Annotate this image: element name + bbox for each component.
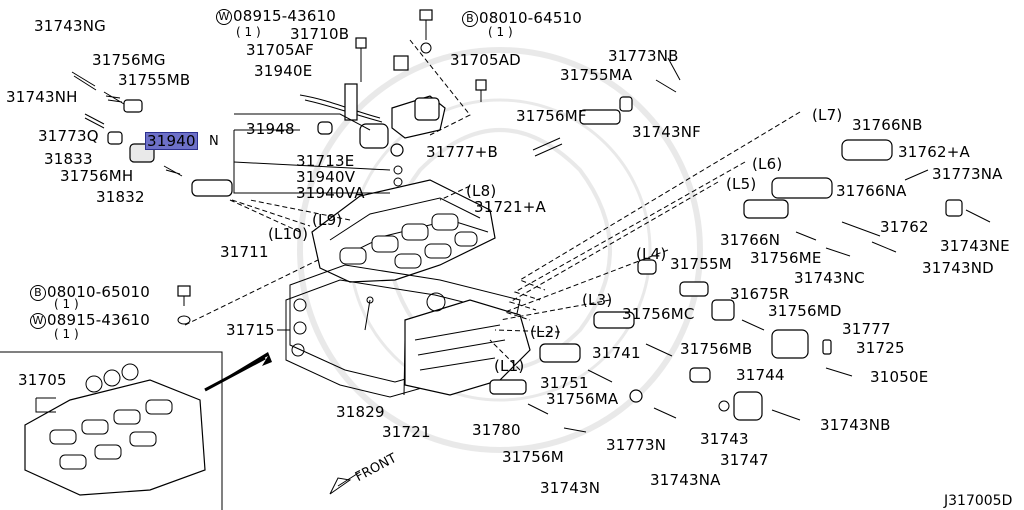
part-label-31766NB[interactable]: 31766NB (852, 116, 923, 134)
part-label-31743NC[interactable]: 31743NC (794, 269, 865, 287)
part-label-31743ND[interactable]: 31743ND (922, 259, 994, 277)
part-label-31829[interactable]: 31829 (336, 403, 385, 421)
part-label-31948[interactable]: 31948 (246, 120, 295, 138)
part-label-31755MA[interactable]: 31755MA (560, 66, 633, 84)
diagram-code: J317005D (944, 493, 1013, 509)
part-label-31940-suffix: N (209, 134, 219, 149)
qty-08915-43610-top: ( 1 ) (236, 25, 261, 39)
part-label-31050E[interactable]: 31050E (870, 368, 929, 386)
part-label-31741[interactable]: 31741 (592, 344, 641, 362)
part-label-31773N[interactable]: 31773N (606, 436, 667, 454)
label-L10: (L10) (268, 225, 309, 243)
part-label-31773NA[interactable]: 31773NA (932, 165, 1003, 183)
part-number-text: 08010-64510 (479, 9, 583, 27)
part-label-31777[interactable]: 31777 (842, 320, 891, 338)
part-label-31777B[interactable]: 31777+B (426, 143, 498, 161)
label-L7: (L7) (812, 106, 843, 124)
part-label-31743NG[interactable]: 31743NG (34, 17, 106, 35)
part-label-31780[interactable]: 31780 (472, 421, 521, 439)
part-label-31940VA[interactable]: 31940VA (296, 184, 365, 202)
part-label-31756MC[interactable]: 31756MC (622, 305, 695, 323)
bolt-b-icon: B (30, 285, 46, 301)
part-label-31940V[interactable]: 31940V (296, 168, 356, 186)
part-label-31743NF[interactable]: 31743NF (632, 123, 701, 141)
label-L2: (L2) (530, 323, 561, 341)
lower-valve-body (404, 292, 531, 396)
part-number-text: 08915-43610 (47, 311, 151, 329)
part-label-31743N[interactable]: 31743N (540, 479, 601, 497)
qty-08010-64510: ( 1 ) (488, 25, 513, 39)
part-label-31773Q[interactable]: 31773Q (38, 127, 99, 145)
dashed-leaders (184, 39, 801, 371)
part-label-31762A[interactable]: 31762+A (898, 143, 970, 161)
label-L8: (L8) (466, 182, 497, 200)
part-label-31715[interactable]: 31715 (226, 321, 275, 339)
washer-w-icon: W (30, 313, 46, 329)
qty-08010-65010: ( 1 ) (54, 297, 79, 311)
solenoid-assembly (299, 83, 446, 149)
part-label-31711[interactable]: 31711 (220, 243, 269, 261)
part-label-31766NA[interactable]: 31766NA (836, 182, 907, 200)
part-label-31743NH[interactable]: 31743NH (6, 88, 78, 106)
part-label-31940-highlighted[interactable]: 31940 (145, 132, 198, 150)
part-label-31743NA[interactable]: 31743NA (650, 471, 721, 489)
label-L9: (L9) (312, 211, 343, 229)
part-number-text: 08010-65010 (47, 283, 151, 301)
bolts-bottom (177, 285, 191, 325)
part-label-31762[interactable]: 31762 (880, 218, 929, 236)
bolt-b-icon: B (462, 11, 478, 27)
part-label-31756MH[interactable]: 31756MH (60, 167, 134, 185)
part-label-31743NE[interactable]: 31743NE (940, 237, 1010, 255)
part-label-31756MF[interactable]: 31756MF (516, 107, 587, 125)
label-L1: (L1) (494, 357, 525, 375)
right-parts (489, 57, 991, 433)
part-label-31751[interactable]: 31751 (540, 374, 589, 392)
qty-08915-43610-bottom: ( 1 ) (54, 327, 79, 341)
part-label-31756M[interactable]: 31756M (502, 448, 564, 466)
part-label-31721[interactable]: 31721 (382, 423, 431, 441)
part-label-31755M[interactable]: 31755M (670, 255, 732, 273)
part-label-31755MB[interactable]: 31755MB (118, 71, 191, 89)
part-label-31675R[interactable]: 31675R (730, 285, 790, 303)
part-label-31705AD[interactable]: 31705AD (450, 51, 521, 69)
front-arrow (204, 352, 361, 495)
label-L6: (L6) (752, 155, 783, 173)
leader-lines (233, 113, 406, 396)
part-label-31710B[interactable]: 31710B (290, 25, 350, 43)
part-label-31756ME[interactable]: 31756ME (750, 249, 822, 267)
bolts-top (355, 9, 487, 304)
part-label-31725[interactable]: 31725 (856, 339, 905, 357)
label-L3: (L3) (582, 291, 613, 309)
inset-31705-box (0, 351, 223, 510)
part-label-31756MG[interactable]: 31756MG (92, 51, 166, 69)
part-label-31756MD[interactable]: 31756MD (768, 302, 842, 320)
part-label-31705[interactable]: 31705 (18, 371, 67, 389)
part-label-31833[interactable]: 31833 (44, 150, 93, 168)
part-label-31743NB[interactable]: 31743NB (820, 416, 891, 434)
part-label-31744[interactable]: 31744 (736, 366, 785, 384)
washer-w-icon: W (216, 9, 232, 25)
label-L5: (L5) (726, 175, 757, 193)
part-label-31747[interactable]: 31747 (720, 451, 769, 469)
part-label-31756MA[interactable]: 31756MA (546, 390, 619, 408)
part-label-31832[interactable]: 31832 (96, 188, 145, 206)
label-L4: (L4) (636, 245, 667, 263)
part-label-31721A[interactable]: 31721+A (474, 198, 546, 216)
part-number-text: 08915-43610 (233, 7, 337, 25)
part-label-31940E[interactable]: 31940E (254, 62, 313, 80)
part-label-31743[interactable]: 31743 (700, 430, 749, 448)
part-label-31713E[interactable]: 31713E (296, 152, 355, 170)
part-label-31773NB[interactable]: 31773NB (608, 47, 679, 65)
part-label-31756MB[interactable]: 31756MB (680, 340, 753, 358)
part-label-31705AF[interactable]: 31705AF (246, 41, 315, 59)
control-valve-body (311, 179, 496, 283)
part-label-31766N[interactable]: 31766N (720, 231, 781, 249)
watermark-emblem (297, 47, 703, 453)
